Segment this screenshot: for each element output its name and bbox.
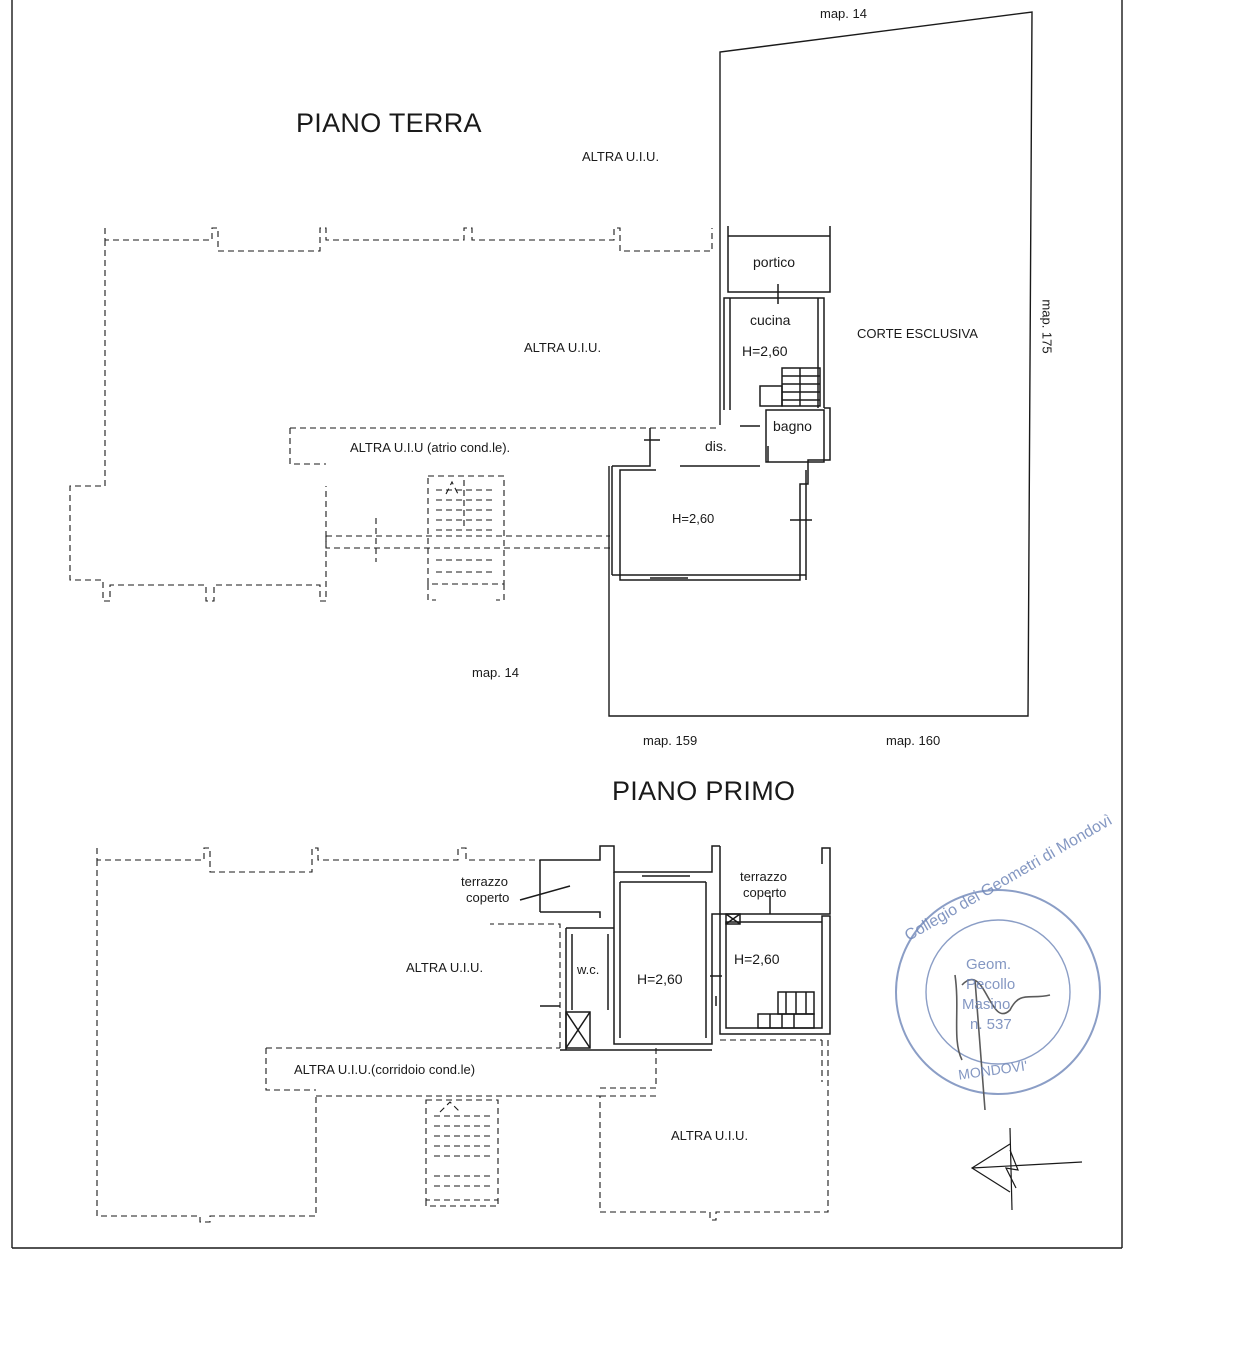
map-label-bottom-mid: map. 159 [643,733,698,748]
stamp-line2: Pecollo [966,976,1016,993]
ground-floor-lot-outline [608,11,1033,717]
first-floor-unit-walls [519,845,831,1051]
room-height-right-label: H=2,60 [734,951,780,967]
map-label-bottom-left: map. 14 [472,665,519,680]
other-unit-atrium-label: ALTRA U.I.U (atrio cond.le). [350,440,511,455]
room-height-label: H=2,60 [672,511,715,526]
ground-floor-title: PIANO TERRA [296,108,482,138]
other-unit-left-label: ALTRA U.I.U. [524,340,602,355]
surveyor-stamp [895,889,1101,1111]
first-floor-other-unit-bottom-label: ALTRA U.I.U. [671,1128,749,1143]
map-label-bottom-right: map. 160 [886,733,941,748]
sheet-frame [11,0,1123,1249]
covered-terrace-right-line2: coperto [743,885,787,900]
map-label-top: map. 14 [820,6,867,21]
covered-terrace-right-line1: terrazzo [740,869,787,884]
north-arrow-icon [970,1127,1083,1211]
first-floor-other-unit-left-label: ALTRA U.I.U. [406,960,484,975]
covered-terrace-left-line1: terrazzo [461,874,508,889]
porch-label: portico [753,254,796,270]
other-unit-top-label: ALTRA U.I.U. [582,149,660,164]
kitchen-height-label: H=2,60 [742,343,788,359]
hallway-label: dis. [705,438,727,454]
kitchen-label: cucina [750,312,791,328]
ground-floor-unit-walls [611,226,831,581]
bathroom-label: bagno [773,418,812,434]
first-floor-other-unit-outline [96,847,829,1223]
covered-terrace-left-line2: coperto [466,890,510,905]
first-floor-title: PIANO PRIMO [612,776,796,806]
exclusive-yard-label: CORTE ESCLUSIVA [857,326,978,341]
ground-floor-other-unit-outline [69,227,720,602]
map-label-right: map. 175 [1039,299,1055,354]
stamp-line3: Masino [962,996,1011,1013]
stamp-line1: Geom. [966,956,1012,973]
wc-label: w.c. [577,962,600,977]
other-unit-corridor-label: ALTRA U.I.U.(corridoio cond.le) [294,1062,476,1077]
stamp-line4: n. 537 [970,1016,1012,1033]
room-height-mid-label: H=2,60 [637,971,683,987]
